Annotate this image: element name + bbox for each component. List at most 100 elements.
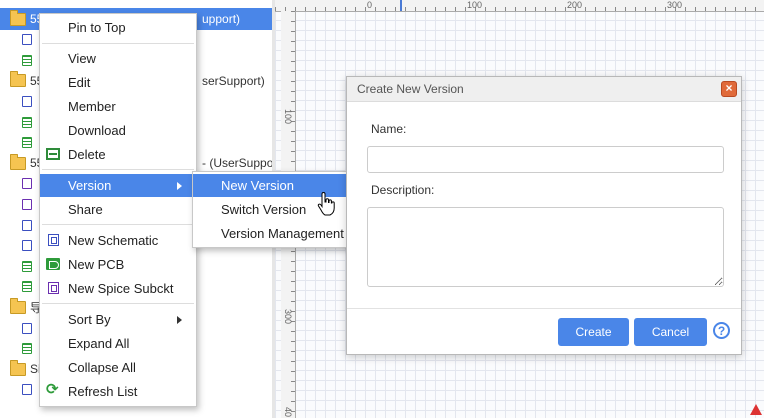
folder-icon bbox=[10, 9, 26, 26]
pcb-icon bbox=[22, 260, 32, 272]
tree-file-row[interactable] bbox=[0, 132, 272, 154]
menu-separator bbox=[42, 43, 194, 44]
tree-file-row[interactable] bbox=[0, 214, 272, 236]
menu-item-label: Delete bbox=[68, 147, 106, 162]
schematic-icon bbox=[22, 322, 32, 334]
schematic-icon bbox=[22, 384, 32, 396]
horizontal-ruler: 0 100 200 300 bbox=[275, 0, 764, 12]
create-version-dialog: Create New Version × Name: Description: … bbox=[346, 76, 742, 355]
tree-file-row[interactable] bbox=[0, 29, 272, 51]
tree-row-suffix: upport) bbox=[202, 12, 241, 26]
tree-file-row[interactable] bbox=[0, 235, 272, 257]
ruler-label: 300 bbox=[283, 309, 293, 325]
menu-item-download[interactable]: Download bbox=[40, 119, 196, 142]
menu-item-new-schematic[interactable]: New Schematic bbox=[40, 229, 196, 252]
submenu-arrow-icon bbox=[177, 182, 182, 190]
menu-item-view[interactable]: View bbox=[40, 47, 196, 70]
delete-icon bbox=[46, 148, 60, 160]
menu-item-collapse-all[interactable]: Collapse All bbox=[40, 356, 196, 379]
pcb-icon bbox=[46, 258, 60, 270]
name-input[interactable] bbox=[367, 146, 724, 173]
menu-item-label: View bbox=[68, 51, 96, 66]
menu-item-new-spice-subckt[interactable]: New Spice Subckt bbox=[40, 277, 196, 300]
tree-file-row[interactable] bbox=[0, 276, 272, 298]
tree-file-row[interactable] bbox=[0, 49, 272, 71]
menu-item-label: Member bbox=[68, 99, 116, 114]
hand-cursor-icon bbox=[317, 192, 335, 216]
menu-item-refresh-list[interactable]: ⟳ Refresh List bbox=[40, 380, 196, 403]
tree-file-row[interactable] bbox=[0, 317, 272, 339]
menu-item-sort-by[interactable]: Sort By bbox=[40, 308, 196, 331]
schematic-icon bbox=[48, 234, 59, 246]
tree-file-row[interactable] bbox=[0, 338, 272, 360]
menu-item-new-pcb[interactable]: New PCB bbox=[40, 253, 196, 276]
menu-item-version-management[interactable]: Version Management bbox=[193, 222, 367, 245]
ruler-label: 300 bbox=[667, 0, 683, 10]
pcb-icon bbox=[22, 116, 32, 128]
schematic-icon bbox=[22, 95, 32, 107]
dialog-header[interactable]: Create New Version × bbox=[347, 77, 741, 102]
menu-item-label: New Version bbox=[221, 178, 294, 193]
menu-item-expand-all[interactable]: Expand All bbox=[40, 332, 196, 355]
menu-item-new-version[interactable]: New Version bbox=[193, 174, 367, 197]
menu-item-label: Sort By bbox=[68, 312, 111, 327]
menu-item-version[interactable]: Version bbox=[40, 174, 196, 197]
folder-icon bbox=[10, 297, 26, 314]
tree-file-row[interactable] bbox=[0, 379, 272, 401]
tree-file-row[interactable] bbox=[0, 111, 272, 133]
cancel-button[interactable]: Cancel bbox=[634, 318, 707, 346]
folder-icon bbox=[10, 71, 26, 88]
menu-item-label: Download bbox=[68, 123, 126, 138]
context-menu: Pin to Top View Edit Member Download Del… bbox=[39, 13, 197, 407]
pcb-icon bbox=[22, 281, 32, 293]
ruler-label: 0 bbox=[367, 0, 373, 10]
menu-item-label: Version bbox=[68, 178, 112, 193]
menu-item-label: Share bbox=[68, 202, 103, 217]
spice-subckt-icon bbox=[22, 178, 32, 190]
tree-file-row[interactable] bbox=[0, 193, 272, 215]
description-label: Description: bbox=[371, 183, 435, 197]
menu-separator bbox=[42, 303, 194, 304]
schematic-icon bbox=[22, 240, 32, 252]
menu-item-label: Edit bbox=[68, 75, 91, 90]
spice-subckt-icon bbox=[48, 282, 59, 294]
menu-item-share[interactable]: Share bbox=[40, 198, 196, 221]
tree-file-row[interactable] bbox=[0, 173, 272, 195]
menu-item-delete[interactable]: Delete bbox=[40, 143, 196, 166]
pcb-icon bbox=[22, 343, 32, 355]
menu-item-label: Pin to Top bbox=[68, 20, 126, 35]
refresh-icon: ⟳ bbox=[46, 381, 59, 398]
menu-item-label: Version Management bbox=[221, 226, 344, 241]
version-submenu: New Version Switch Version Version Manag… bbox=[192, 171, 368, 248]
tree-folder-row[interactable]: Si bbox=[0, 358, 272, 380]
name-label: Name: bbox=[371, 122, 407, 136]
tree-file-row[interactable] bbox=[0, 90, 272, 112]
tree-row-suffix: serSupport) bbox=[202, 73, 265, 88]
warning-icon[interactable] bbox=[750, 404, 762, 415]
description-input[interactable] bbox=[367, 207, 724, 287]
ruler-label: 40 bbox=[283, 407, 293, 418]
schematic-icon bbox=[22, 34, 32, 46]
menu-item-label: New Spice Subckt bbox=[68, 281, 174, 296]
menu-item-label: New Schematic bbox=[68, 233, 159, 248]
ruler-label: 200 bbox=[567, 0, 583, 10]
ruler-cursor-marker bbox=[400, 0, 402, 11]
menu-separator bbox=[42, 224, 194, 225]
spice-subckt-icon bbox=[22, 198, 32, 210]
menu-item-label: Switch Version bbox=[221, 202, 307, 217]
menu-item-label: Refresh List bbox=[68, 384, 138, 399]
menu-item-pin-to-top[interactable]: Pin to Top bbox=[40, 16, 196, 39]
ruler-label: 100 bbox=[467, 0, 483, 10]
menu-item-edit[interactable]: Edit bbox=[40, 71, 196, 94]
folder-icon bbox=[10, 153, 26, 170]
close-button[interactable]: × bbox=[721, 81, 737, 97]
help-icon[interactable]: ? bbox=[713, 322, 730, 339]
pcb-icon bbox=[22, 137, 32, 149]
submenu-arrow-icon bbox=[177, 316, 182, 324]
schematic-icon bbox=[22, 219, 32, 231]
ruler-label: 100 bbox=[283, 109, 293, 125]
menu-item-member[interactable]: Member bbox=[40, 95, 196, 118]
menu-item-switch-version[interactable]: Switch Version bbox=[193, 198, 367, 221]
create-button[interactable]: Create bbox=[558, 318, 629, 346]
tree-file-row[interactable] bbox=[0, 255, 272, 277]
